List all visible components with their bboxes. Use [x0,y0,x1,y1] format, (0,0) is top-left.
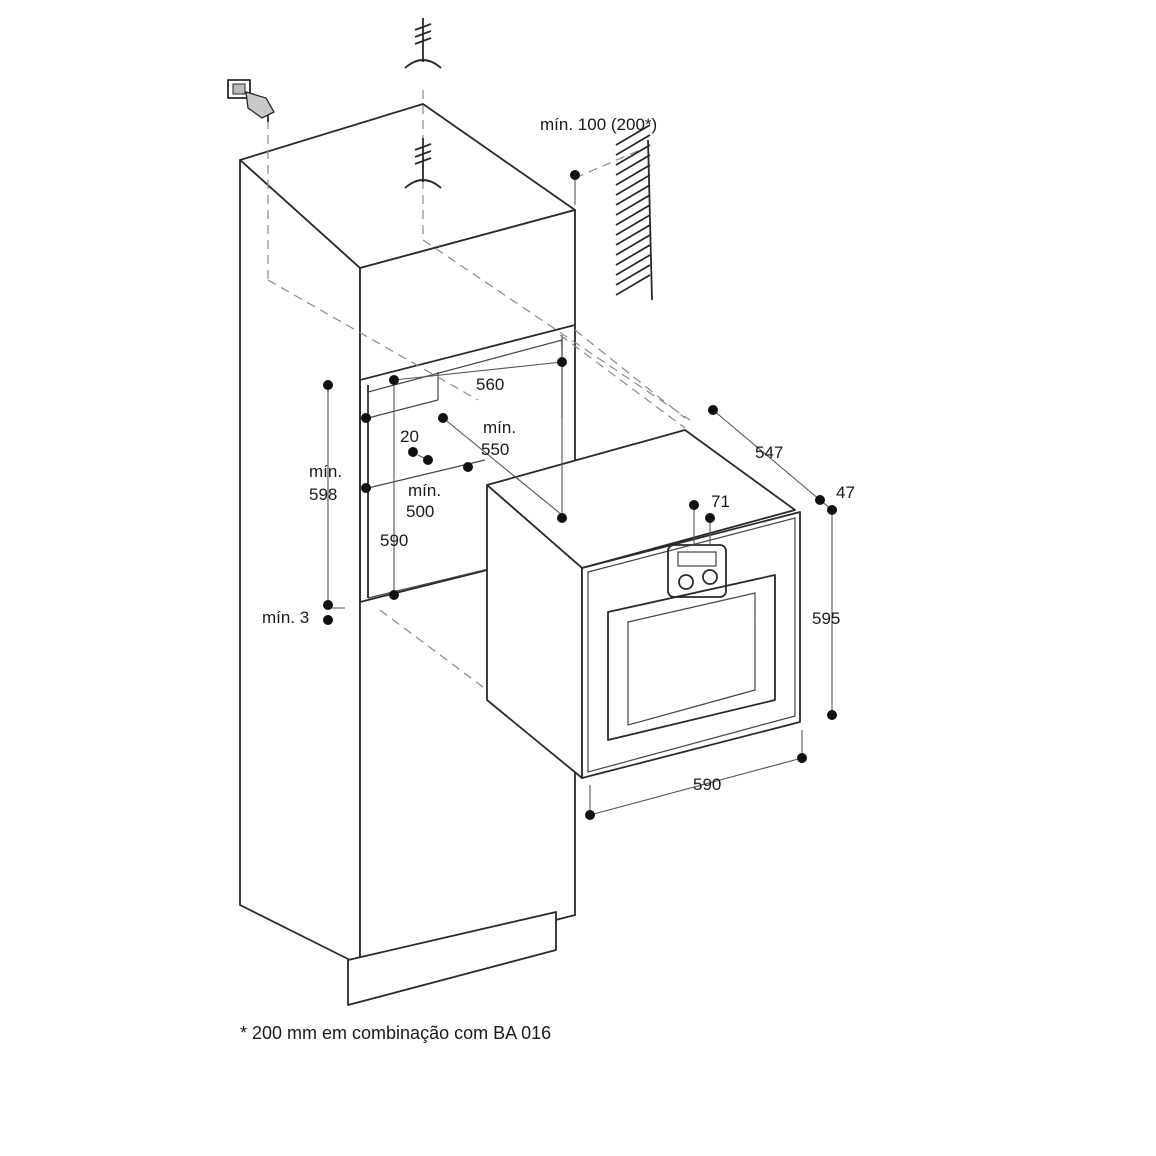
dimension-lines [327,175,833,816]
tall-cabinet [239,103,576,1006]
oven-width-label: 590 [693,775,721,794]
ventilation-symbol-icon [404,18,442,69]
niche-height-590-label: 590 [380,531,408,550]
wall-hatch-line [615,174,651,196]
wall-hatch-line [615,264,651,286]
oven [486,429,801,779]
wall-hatch-line [615,224,651,246]
wall-hatch-line [615,144,651,166]
wall-hatch-icon [615,124,653,301]
wall-hatch-line [615,184,651,206]
wall-hatch-line [615,154,651,176]
niche-width-label: 560 [476,375,504,394]
dimension-dots [323,170,837,820]
niche-height-min-label-2: 598 [309,485,337,504]
niche-depth-500-label-2: 500 [406,502,434,521]
wall-hatch-line [615,164,651,186]
front-depth-label: 47 [836,483,855,502]
wall-hatch-line [615,244,651,266]
socket-plug-icon [227,79,275,122]
wall-hatch-line [615,194,651,216]
oven-knob-right [702,569,718,585]
oven-depth-label: 547 [755,443,783,462]
wall-hatch-line [615,274,651,296]
oven-knob-left [678,574,694,590]
wall-hatch-line [615,214,651,236]
control-offset-label: 71 [711,492,730,511]
offset-20-label: 20 [400,427,419,446]
niche-height-min-label-1: mín. [309,462,342,481]
gap-min-3-label: mín. 3 [262,608,309,627]
niche-depth-min-label-2: 550 [481,440,509,459]
wall-hatch-line [615,254,651,276]
wall-hatch-line [615,204,651,226]
niche-depth-500-label-1: mín. [408,481,441,500]
niche-depth-min-label-1: mín. [483,418,516,437]
footnote: * 200 mm em combinação com BA 016 [240,1023,551,1043]
wall-hatch-line [615,134,651,156]
wall-hatch-line [615,234,651,256]
clearance-top-label: mín. 100 (200*) [540,115,657,134]
ventilation-symbol-icon [404,138,442,189]
oven-height-label: 595 [812,609,840,628]
wall-hatch-line [615,124,651,146]
